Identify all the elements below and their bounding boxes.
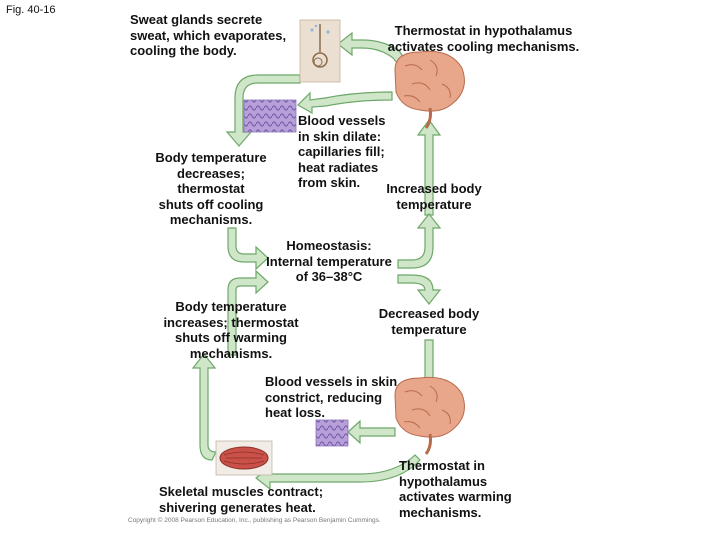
label-thermostat-warming: Thermostat in hypothalamus activates war… — [399, 458, 512, 520]
arrow-brain-to-constrict — [347, 419, 396, 445]
label-muscles: Skeletal muscles contract; shivering gen… — [159, 484, 324, 515]
muscle-image — [215, 440, 273, 476]
arrow-brain-to-muscles — [255, 454, 421, 491]
label-sweat-glands: Sweat glands secrete sweat, which evapor… — [130, 12, 287, 58]
brain-upper-image — [394, 50, 465, 129]
label-increased-temp: Increased body temperature — [386, 181, 482, 212]
arrow-homeostasis-to-decreased — [397, 274, 442, 305]
label-homeostasis: Homeostasis: Internal temperature of 36–… — [266, 238, 392, 284]
arrow-homeostasis-to-increased — [397, 213, 442, 269]
arrow-increases-to-homeostasis — [227, 269, 269, 356]
copyright-notice: Copyright © 2008 Pearson Education, Inc.… — [128, 517, 381, 524]
arrow-decrease-to-homeostasis — [227, 227, 269, 271]
constricted-vessels-image — [315, 419, 349, 447]
label-vessels-constrict: Blood vessels in skin constrict, reducin… — [265, 374, 398, 420]
arrow-muscles-to-increases — [191, 353, 217, 461]
label-vessels-dilate: Blood vessels in skin dilate: capillarie… — [298, 113, 386, 190]
arrow-thermostat-to-sweat — [337, 31, 406, 65]
label-thermostat-cooling: Thermostat in hypothalamus activates coo… — [387, 23, 580, 54]
arrow-increase-to-thermostat — [416, 118, 442, 216]
label-temp-decreases: Body temperature decreases; thermostat s… — [155, 150, 267, 227]
brain-lower-image — [394, 376, 465, 455]
label-temp-increases: Body temperature increases; thermostat s… — [163, 299, 299, 361]
figure-label: Fig. 40-16 — [6, 4, 56, 16]
label-decreased-temp: Decreased body temperature — [378, 306, 480, 337]
sweat-gland-image — [299, 19, 341, 83]
arrow-sweat-to-decrease — [225, 74, 301, 147]
arrow-brain-to-vessels — [297, 91, 393, 115]
dilated-vessels-image — [243, 99, 297, 133]
